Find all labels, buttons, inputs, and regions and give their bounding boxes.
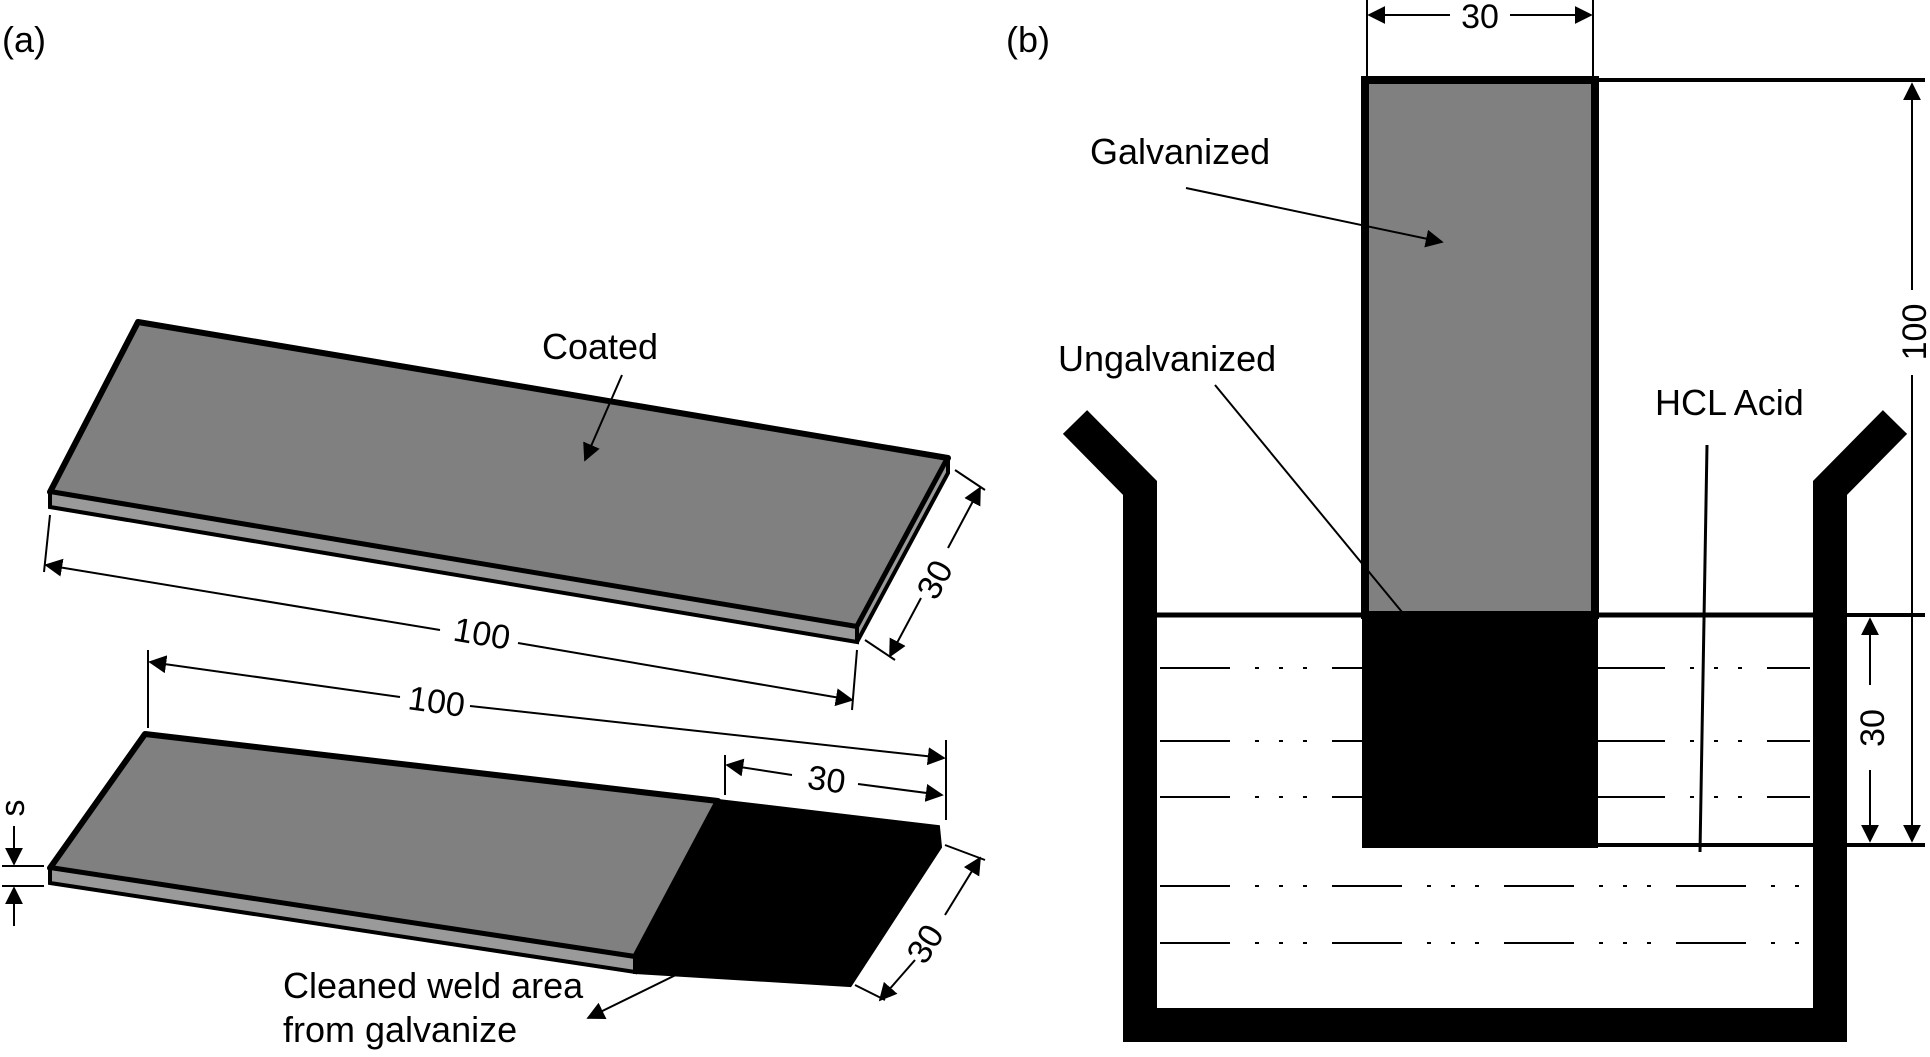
dimension-line <box>148 655 401 698</box>
bottom-width-value: 30 <box>900 918 952 970</box>
dimension-line <box>947 486 981 549</box>
extension-line <box>854 984 886 1001</box>
bottom-length-value: 100 <box>406 679 467 725</box>
specimen-width-value: 30 <box>1461 0 1499 36</box>
panel-b: (b) 30 <box>1006 0 1930 1042</box>
top-length-value: 100 <box>451 611 513 658</box>
cleaned-leader-arrow <box>586 967 691 1019</box>
extension-line <box>43 514 51 573</box>
dimension-line <box>878 959 916 1002</box>
beaker <box>1062 410 1908 1042</box>
top-plate-side-edge <box>855 457 950 643</box>
galvanized-section <box>1361 76 1599 619</box>
panel-b-label: (b) <box>1006 19 1050 60</box>
beaker-walls <box>1062 410 1908 1042</box>
specimen <box>1361 76 1599 848</box>
panel-a-label: (a) <box>2 19 46 60</box>
immersion-depth-value: 30 <box>1854 709 1892 747</box>
coated-label: Coated <box>542 326 658 367</box>
thickness-symbol: s <box>0 800 32 817</box>
dimension-line <box>944 856 981 916</box>
cleaned-weld-area <box>633 798 943 988</box>
bottom-plate <box>47 731 943 988</box>
dimension-line <box>889 597 922 658</box>
ungalvanized-label: Ungalvanized <box>1058 338 1276 379</box>
top-width-value: 30 <box>910 554 961 605</box>
ungalvanized-section <box>1362 612 1598 848</box>
thickness-dimension <box>2 826 44 926</box>
dimension-line <box>517 642 854 707</box>
top-coated-plate <box>47 319 951 645</box>
specimen-height-value: 100 <box>1896 304 1930 361</box>
extension-line <box>851 649 858 711</box>
galvanized-leader-arrow <box>1185 187 1444 248</box>
dimension-line <box>725 758 793 777</box>
dimension-line <box>44 558 441 631</box>
immersion-depth-dimension <box>1599 613 1925 843</box>
specimen-height-dimension <box>1585 78 1925 847</box>
cleaned-length-value: 30 <box>805 759 848 802</box>
acid-label: HCL Acid <box>1655 382 1804 423</box>
specimen-width-dimension <box>1366 0 1594 80</box>
top-width-dimension <box>864 469 986 661</box>
cleaned-length-dimension <box>724 755 944 802</box>
acid-leader-line <box>1698 444 1709 853</box>
bottom-length-dimension <box>147 650 947 820</box>
acid-dashdot-lines <box>1160 667 1810 944</box>
coated-leader-arrow <box>583 374 623 462</box>
extension-line <box>954 469 986 491</box>
bottom-width-dimension <box>854 844 986 1002</box>
panel-a: (a) Coated 100 30 <box>0 19 986 1050</box>
top-length-dimension <box>43 514 858 711</box>
cleaned-label-line1: Cleaned weld area <box>283 965 584 1006</box>
cleaned-label-line2: from galvanize <box>283 1009 517 1050</box>
galvanized-label: Galvanized <box>1090 131 1270 172</box>
ungalvanized-leader-line <box>1214 384 1403 613</box>
extension-line <box>864 639 896 661</box>
dimension-line <box>857 783 944 802</box>
dimension-line <box>469 705 946 766</box>
